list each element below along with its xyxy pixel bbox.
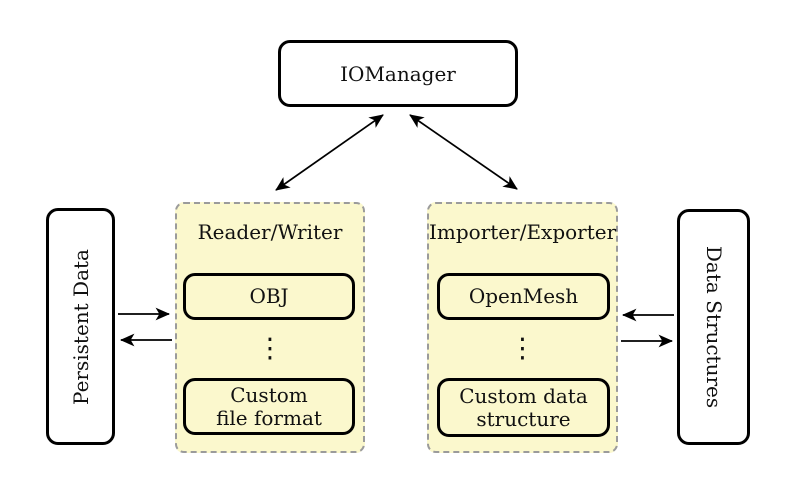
edge-iomanager-importer-exporter-icon <box>409 114 518 190</box>
node-custom-file-format-line2: file format <box>216 405 322 430</box>
group-reader-writer: Reader/Writer OBJ ⋮ Custom file format <box>175 202 365 453</box>
node-openmesh: OpenMesh <box>437 273 610 320</box>
ellipsis-importer-exporter: ⋮ <box>509 333 536 364</box>
node-custom-file-format-line1: Custom <box>230 382 308 407</box>
node-iomanager: IOManager <box>278 40 518 107</box>
ellipsis-reader-writer: ⋮ <box>256 333 284 364</box>
group-importer-exporter-title: Importer/Exporter <box>429 220 617 244</box>
node-obj-label: OBJ <box>249 284 289 308</box>
node-obj: OBJ <box>183 273 355 320</box>
node-custom-file-format: Custom file format <box>183 378 355 435</box>
node-iomanager-label: IOManager <box>340 61 456 86</box>
node-persistent-data-label: Persistent Data <box>68 248 93 405</box>
node-openmesh-label: OpenMesh <box>468 284 579 308</box>
group-reader-writer-title: Reader/Writer <box>197 220 343 244</box>
edge-iomanager-reader-writer-icon <box>275 114 384 191</box>
node-custom-data-structure-line2: structure <box>476 406 571 431</box>
node-custom-data-structure-line1: Custom data <box>459 383 588 408</box>
node-persistent-data: Persistent Data <box>46 208 115 445</box>
node-data-structures-label: Data Structures <box>701 245 726 409</box>
group-importer-exporter: Importer/Exporter OpenMesh ⋮ Custom data… <box>427 202 618 453</box>
node-custom-data-structure: Custom data structure <box>437 378 610 437</box>
node-data-structures: Data Structures <box>677 209 750 445</box>
